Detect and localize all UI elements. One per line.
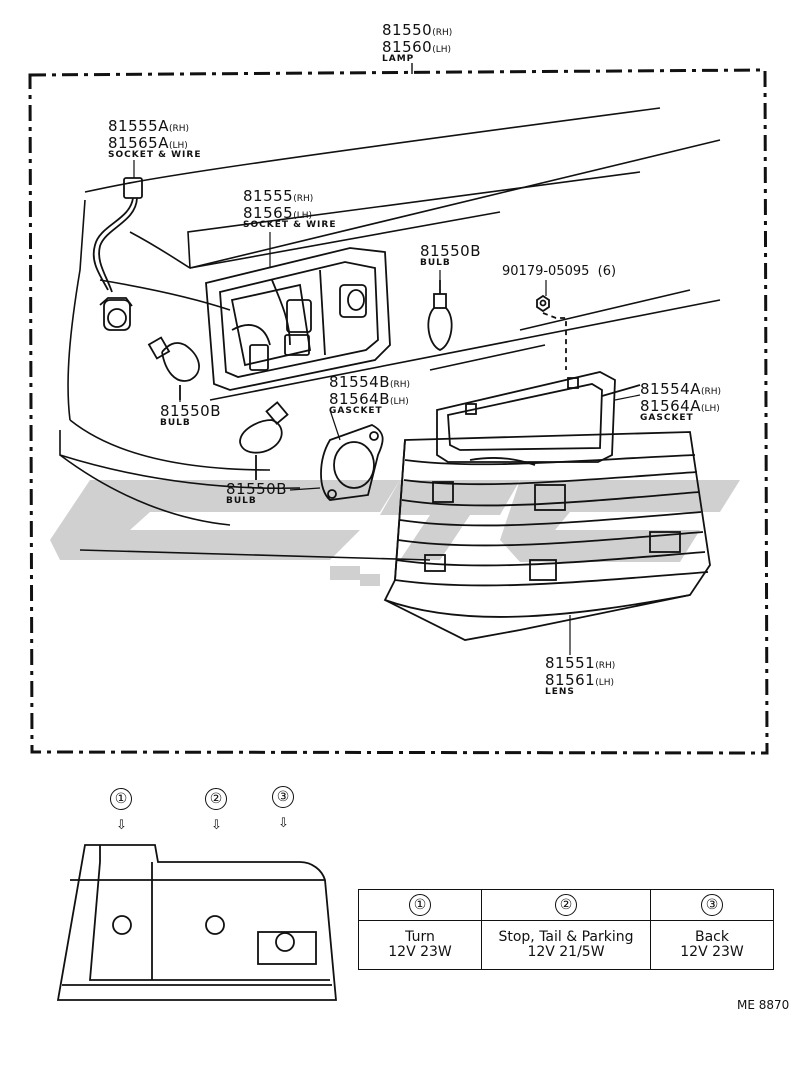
body-outline [59,107,721,561]
diagram-code: ME 8870 [737,998,790,1012]
bulb-top-label: 81550B BULB [420,244,481,268]
lens [383,431,711,641]
bulb-position-view [56,844,337,1001]
lamp-rh-pn: 81550 [382,21,433,39]
bulb-bottom-pn: 81550B [226,480,288,498]
table-header-cell: ② [481,889,651,921]
leader-lines [133,160,641,655]
position-marker-1: ① [110,788,132,810]
socket-wire-a-lh-pn: 81565A [108,134,169,152]
socket-wire-a-desc: SOCKET & WIRE [108,150,202,160]
bulb-bottom-icon [239,401,289,480]
position-marker-3: ③ [272,786,294,808]
bulb-1-name: Turn [405,929,435,946]
arrow-down-icon: ⇩ [278,816,289,831]
lamp-label: 81550(RH) 81560(LH) LAMP [382,22,452,64]
gasket-b-rh-side: (RH) [390,380,411,390]
arrow-down-icon: ⇩ [211,818,222,833]
bulb-3-name: Back [695,929,729,946]
arrow-down-icon: ⇩ [116,818,127,833]
lamp-desc: LAMP [382,54,415,64]
lens-desc: LENS [545,687,575,697]
table-header-cell: ① [358,889,482,921]
gasket-b-lh-pn: 81564B [329,390,391,408]
screw-label: 90179-05095 (6) [502,265,616,278]
bulb-top-pn: 81550B [420,242,482,260]
screw-icon [536,294,567,370]
bulb-left-icon [147,336,200,400]
lens-label: 81551(RH) 81561(LH) LENS [545,655,615,697]
lamp-lh-side: (LH) [432,45,452,55]
lamp-lh-pn: 81560 [382,38,433,56]
bulb-3-spec: 12V 23W [680,944,744,960]
socket-wire-a-rh-pn: 81555A [108,117,169,135]
bulb-top-icon [427,280,453,351]
table-header-3: ③ [701,894,723,916]
gasket-b-lh-side: (LH) [390,397,409,407]
lens-lh-side: (LH) [595,678,615,688]
bulb-top-desc: BULB [420,258,451,268]
lamp-rh-side: (RH) [432,28,453,38]
bulb-2-spec: 12V 21/5W [527,944,605,960]
gasket-b-rh-pn: 81554B [329,373,391,391]
gasket-a-rh-pn: 81554A [640,380,701,398]
socket-wire-a-rh-side: (RH) [168,124,190,134]
screw-qty: (6) [597,264,617,279]
lens-rh-pn: 81551 [545,654,596,672]
bulb-left-label: 81550B BULB [160,404,221,428]
gasket-a-lh-side: (LH) [700,404,720,414]
socket-wire-desc: SOCKET & WIRE [243,220,337,230]
socket-wire-lh-pn: 81565 [243,204,294,222]
gasket-a-rh-side: (RH) [700,387,722,397]
bulb-bottom-desc: BULB [226,496,257,506]
lamp-housing [205,247,391,391]
gasket-b [320,424,384,501]
lamp-assembly-boundary [28,68,769,755]
socket-wire-label: 81555(RH) 81565(LH) SOCKET & WIRE [243,188,336,230]
lens-rh-side: (RH) [595,661,616,671]
socket-wire-rh-pn: 81555 [243,187,294,205]
socket-wire-rh-side: (RH) [293,194,314,204]
position-marker-2: ② [205,788,227,810]
socket-wire-a-lh-side: (LH) [168,141,188,151]
bulb-left-desc: BULB [160,418,191,428]
table-header-cell: ③ [650,889,774,921]
gasket-a-lh-pn: 81564A [640,397,701,415]
bulb-bottom-label: 81550B BULB [226,482,287,506]
table-header-1: ① [409,894,431,916]
gasket-a-label: 81554A(RH) 81564A(LH) GASCKET [640,381,721,423]
socket-wire-a-label: 81555A(RH) 81565A(LH) SOCKET & WIRE [108,118,201,160]
gasket-a [436,371,641,463]
bulb-2-name: Stop, Tail & Parking [498,929,634,946]
gasket-b-desc: GASCKET [329,406,383,416]
table-header-row: ① ② ③ [358,889,774,921]
bulb-left-pn: 81550B [160,402,222,420]
gasket-b-label: 81554B(RH) 81564B(LH) GASCKET [329,374,410,416]
table-header-2: ② [555,894,577,916]
socket-wire-a [92,177,143,331]
socket-wire-lh-side: (LH) [293,211,313,221]
bulb-1-spec: 12V 23W [388,944,452,960]
lens-lh-pn: 81561 [545,671,596,689]
screw-pn: 90179-05095 [502,264,590,279]
gasket-a-desc: GASCKET [640,413,694,423]
